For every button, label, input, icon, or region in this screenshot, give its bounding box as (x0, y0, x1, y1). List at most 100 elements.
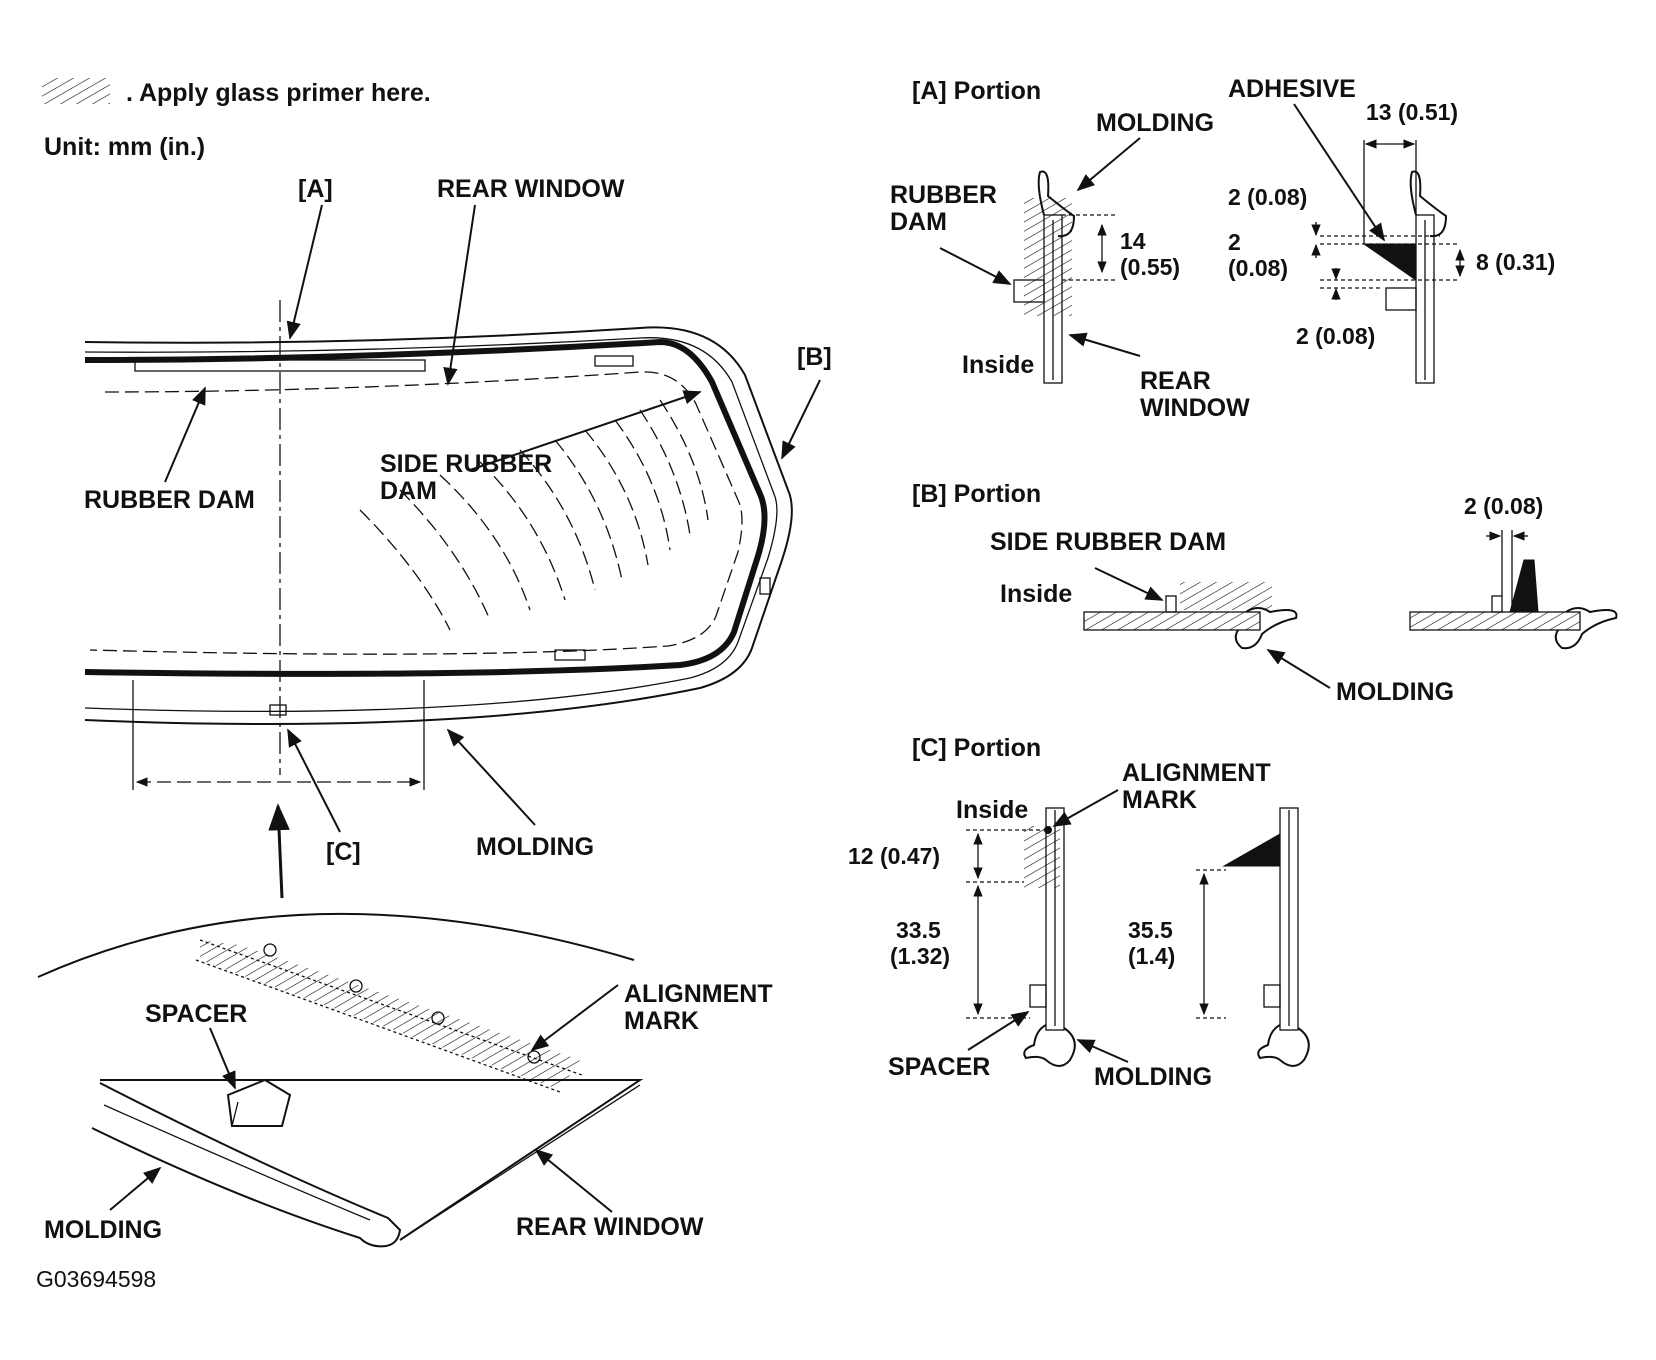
portion-c-adhesive (1222, 833, 1281, 867)
unit-label: Unit: mm (in.) (44, 133, 205, 161)
detail-primer-band (200, 940, 580, 1090)
side-dam-2 (759, 577, 771, 595)
portion-a-rubber-dam (1013, 279, 1045, 303)
rear-window-main-view: [A] REAR WINDOW [B] RUBBER DAM SIDE RUBB… (84, 175, 832, 899)
leader-b (781, 379, 821, 460)
portion-b-glass-right (1409, 611, 1581, 631)
portion-a-title: [A] Portion (912, 77, 1041, 105)
portion-c-spacer-right (1263, 984, 1281, 1008)
leader-molding-detail (109, 1166, 162, 1211)
portion-a-dim14-1: 14 (1120, 228, 1146, 254)
portion-c-spacer-label: SPACER (888, 1053, 990, 1081)
leader-a-molding (1076, 137, 1141, 192)
leader-c-molding (1076, 1039, 1129, 1063)
detail-molding-band (91, 1082, 402, 1248)
portion-a: [A] Portion 14 (0.55) MOLDING RUBBER DAM… (890, 75, 1555, 422)
detail-circle-arc (37, 912, 635, 978)
rubber-dam-strip (134, 359, 426, 372)
leader-alignment-detail (530, 984, 619, 1052)
portion-c-dim35-1: 35.5 (1128, 917, 1173, 943)
legend: . Apply glass primer here. Unit: mm (in.… (42, 78, 431, 161)
portion-c-inside: Inside (956, 796, 1028, 824)
label-rear-window: REAR WINDOW (437, 175, 625, 203)
figure-code: G03694598 (36, 1266, 156, 1292)
portion-b-primer-hatch (1180, 582, 1272, 610)
portion-c-molding-right (1257, 1024, 1310, 1067)
portion-c-primer-hatch (1024, 826, 1060, 888)
side-dam-3 (554, 649, 586, 661)
portion-c: [C] Portion ALIGNMENT MARK Inside 12 (0.… (848, 734, 1310, 1091)
defroster-lines (359, 399, 709, 631)
glass-edge (84, 338, 768, 677)
portion-a-molding-label: MOLDING (1096, 109, 1214, 137)
leader-c (287, 728, 341, 833)
portion-a-rear-window-1: REAR (1140, 367, 1211, 395)
portion-c-alignment-dot (1044, 826, 1052, 834)
label-rubber-dam: RUBBER DAM (84, 486, 255, 514)
portion-c-glass-right (1279, 807, 1299, 1031)
molding-outline (84, 326, 793, 725)
portion-b-inside: Inside (1000, 580, 1072, 608)
detail-window-edge (100, 1079, 644, 1241)
portion-a-adhesive (1362, 243, 1417, 281)
leader-adhesive (1293, 103, 1385, 242)
leader-b-side-dam (1094, 567, 1164, 601)
side-dam-1 (594, 355, 634, 367)
portion-b-molding-right (1554, 607, 1618, 650)
label-alignment-detail-1: ALIGNMENT (624, 980, 773, 1008)
leader-a-rubber-dam (939, 247, 1012, 285)
label-alignment-detail-2: MARK (624, 1007, 699, 1035)
label-side-rubber-dam-2: DAM (380, 477, 437, 505)
portion-b: [B] Portion SIDE RUBBER DAM Inside MOLDI… (912, 480, 1618, 706)
leader-a (286, 204, 323, 340)
portion-c-alignment-2: MARK (1122, 786, 1197, 814)
portion-c-spacer (1029, 984, 1047, 1008)
leader-rear-window-detail (534, 1148, 613, 1213)
detail-primer-edge-1 (199, 939, 583, 1076)
portion-a-dim2-mid-1: 2 (1228, 229, 1241, 255)
detail-view-arrow (268, 803, 290, 899)
portion-b-molding (1234, 607, 1298, 650)
portion-a-dim2-top: 2 (0.08) (1228, 184, 1307, 210)
portion-c-glass (1045, 807, 1065, 1031)
portion-a-molding-right (1409, 170, 1448, 238)
portion-a-rear-window-2: WINDOW (1140, 394, 1250, 422)
label-molding-main: MOLDING (476, 833, 594, 861)
legend-text: . Apply glass primer here. (126, 79, 431, 107)
portion-b-adhesive (1509, 559, 1539, 613)
label-spacer-detail: SPACER (145, 1000, 247, 1028)
spacer-block (226, 1078, 292, 1127)
label-rear-window-detail: REAR WINDOW (516, 1213, 704, 1241)
alignment-mark-1 (263, 943, 277, 957)
portion-a-dim13: 13 (0.51) (1366, 99, 1458, 125)
marker-b: [B] (797, 343, 832, 371)
portion-c-molding (1023, 1024, 1076, 1067)
leader-side-rubber-dam (469, 390, 702, 471)
portion-a-dim14-2: (0.55) (1120, 254, 1180, 280)
leader-rear-window (443, 204, 476, 386)
portion-c-title: [C] Portion (912, 734, 1041, 762)
detail-molding-line (103, 1104, 371, 1221)
portion-c-dim12: 12 (0.47) (848, 843, 940, 869)
portion-a-primer-hatch (1024, 198, 1072, 316)
leader-c-alignment (1052, 789, 1119, 827)
portion-c-molding-label: MOLDING (1094, 1063, 1212, 1091)
primer-hatch-swatch (42, 78, 110, 104)
portion-a-rubber-dam-2: DAM (890, 208, 947, 236)
portion-b-side-rubber-dam: SIDE RUBBER DAM (990, 528, 1226, 556)
leader-b-molding (1266, 649, 1331, 689)
label-side-rubber-dam-1: SIDE RUBBER (380, 450, 552, 478)
portion-b-side-dam-right (1491, 595, 1503, 613)
portion-a-molding (1037, 170, 1076, 238)
primer-boundary-line (89, 371, 743, 655)
portion-b-side-dam (1165, 595, 1177, 613)
portion-a-adhesive-label: ADHESIVE (1228, 75, 1356, 103)
label-molding-detail: MOLDING (44, 1216, 162, 1244)
alignment-mark-3 (431, 1011, 445, 1025)
leader-molding (446, 728, 536, 826)
marker-a: [A] (298, 175, 333, 203)
marker-c: [C] (326, 838, 361, 866)
leader-spacer-detail (209, 1027, 236, 1090)
